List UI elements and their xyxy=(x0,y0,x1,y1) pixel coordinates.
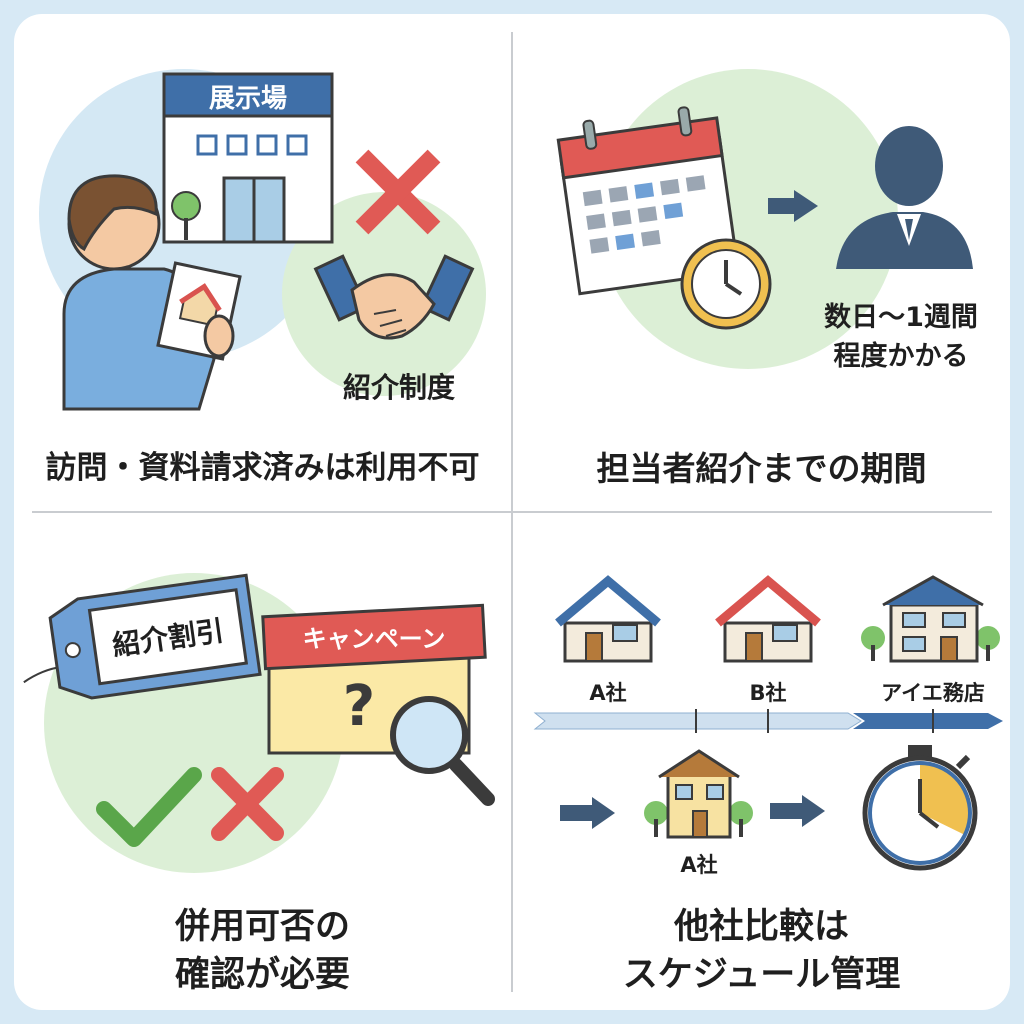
panel4-caption-line2: スケジュール管理 xyxy=(622,955,901,995)
house-photo-icon xyxy=(156,261,242,361)
check-icon xyxy=(96,767,202,847)
panel1-illustration: 展示場 xyxy=(39,69,486,411)
arrow-right-icon xyxy=(560,797,615,829)
panel-schedule-management: A社 B社 アイエ務店 xyxy=(513,513,1010,1010)
panel3-caption-line2: 確認が必要 xyxy=(174,955,350,995)
panel-introduction-period: 数日〜1週間 程度かかる 担当者紹介までの期間 xyxy=(513,14,1010,511)
referral-label: 紹介制度 xyxy=(343,371,455,404)
building-icon xyxy=(162,72,334,244)
selected-company-label: A社 xyxy=(680,853,717,877)
panel2-illustration: 数日〜1週間 程度かかる xyxy=(556,69,978,372)
clock-icon xyxy=(680,238,772,330)
duration-line1: 数日〜1週間 xyxy=(824,302,978,333)
house-icon xyxy=(861,575,1000,663)
company-label-c: アイエ務店 xyxy=(881,681,985,705)
tag-icon: 紹介割引 xyxy=(23,573,262,700)
house-icon xyxy=(555,575,661,663)
horizontal-divider xyxy=(32,511,992,513)
panel2-caption: 担当者紹介までの期間 xyxy=(596,449,927,488)
panel1-caption: 訪問・資料請求済みは利用不可 xyxy=(45,450,480,486)
magnifier-icon xyxy=(390,696,495,806)
house-icon xyxy=(715,575,821,663)
person-icon xyxy=(62,174,216,411)
duration-line2: 程度かかる xyxy=(834,340,969,372)
building-sign: 展示場 xyxy=(209,84,287,114)
house-icon xyxy=(644,749,753,839)
stopwatch-icon xyxy=(862,745,978,871)
panel-combination-check: 紹介割引 キャンペーン ? 併用可否の xyxy=(14,513,511,1010)
cross-icon xyxy=(355,149,441,235)
consultant-icon xyxy=(836,126,973,269)
timeline-icon xyxy=(533,709,1003,733)
company-label-a: A社 xyxy=(589,681,626,705)
cross-icon xyxy=(211,767,284,841)
panel4-illustration: A社 B社 アイエ務店 xyxy=(533,575,1003,877)
handshake-icon xyxy=(313,254,475,340)
infographic-card: 展示場 xyxy=(14,14,1010,1010)
company-label-b: B社 xyxy=(749,681,786,705)
panel-referral-eligibility: 展示場 xyxy=(14,14,511,511)
arrow-right-icon xyxy=(768,190,818,222)
banner-label: キャンペーン xyxy=(303,625,446,653)
arrow-right-icon xyxy=(770,795,825,827)
question-mark: ? xyxy=(343,674,375,739)
panel3-caption-line1: 併用可否の xyxy=(174,907,350,947)
panel3-illustration: 紹介割引 キャンペーン ? xyxy=(23,573,495,873)
panel4-caption-line1: 他社比較は xyxy=(673,907,849,947)
